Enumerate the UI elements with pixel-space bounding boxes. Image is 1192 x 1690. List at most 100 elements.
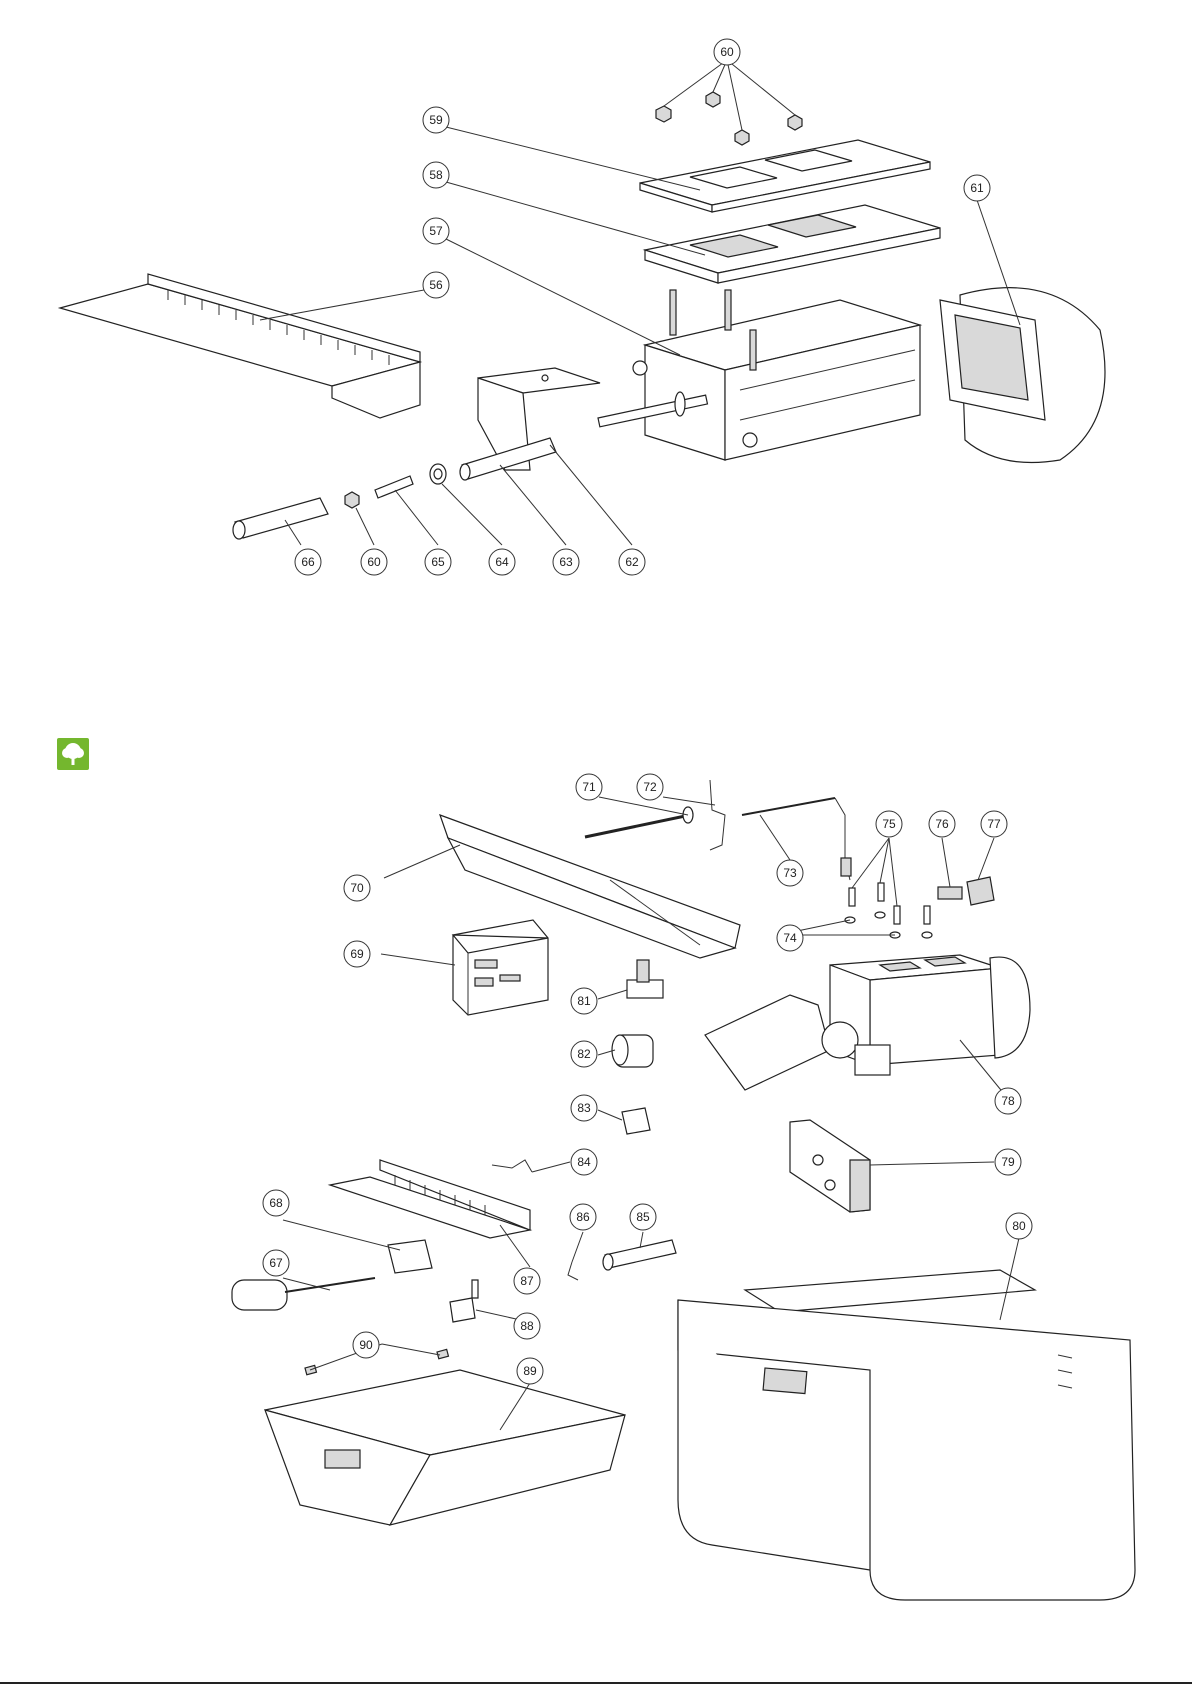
callout-label: 83 xyxy=(577,1101,591,1115)
nut-group-60 xyxy=(656,92,802,145)
plate-58 xyxy=(645,205,940,283)
block-83 xyxy=(622,1108,650,1134)
callout-label: 58 xyxy=(429,168,443,182)
callout-label: 72 xyxy=(643,780,657,794)
axle-85 xyxy=(603,1240,676,1270)
motor-61 xyxy=(940,288,1105,463)
bracket-88 xyxy=(450,1280,478,1322)
callout-label: 73 xyxy=(783,866,797,880)
callout-label: 71 xyxy=(582,780,596,794)
callout-86: 86 xyxy=(570,1204,596,1230)
callout-60-bottom: 60 xyxy=(361,549,387,575)
tree-icon-glyph xyxy=(57,738,89,770)
callout-68: 68 xyxy=(263,1190,289,1216)
callout-62: 62 xyxy=(619,549,645,575)
callout-77: 77 xyxy=(981,811,1007,837)
callout-72: 72 xyxy=(637,774,663,800)
tree-icon xyxy=(57,738,89,770)
callout-63: 63 xyxy=(553,549,579,575)
callout-label: 76 xyxy=(935,817,949,831)
spring-clip-84 xyxy=(492,1160,532,1172)
callout-label: 64 xyxy=(495,555,509,569)
callout-59: 59 xyxy=(423,107,449,133)
control-box-69 xyxy=(453,920,548,1015)
washers-74 xyxy=(845,912,932,938)
callout-84: 84 xyxy=(571,1149,597,1175)
callout-label: 89 xyxy=(523,1364,537,1378)
nut-60 xyxy=(345,492,359,508)
callout-87: 87 xyxy=(514,1268,540,1294)
clip-72 xyxy=(710,780,725,850)
callout-81: 81 xyxy=(571,988,597,1014)
screws-75 xyxy=(849,883,930,924)
callout-label: 63 xyxy=(559,555,573,569)
callout-label: 77 xyxy=(987,817,1001,831)
washer-64 xyxy=(430,464,446,484)
callout-label: 75 xyxy=(882,817,896,831)
connector-76 xyxy=(938,887,962,899)
callout-label: 57 xyxy=(429,224,443,238)
callout-label: 80 xyxy=(1012,1219,1026,1233)
callout-57: 57 xyxy=(423,218,449,244)
callout-label: 61 xyxy=(970,181,984,195)
callout-label: 90 xyxy=(359,1338,373,1352)
callout-71: 71 xyxy=(576,774,602,800)
callout-90: 90 xyxy=(353,1332,379,1358)
callout-label: 68 xyxy=(269,1196,283,1210)
callout-56: 56 xyxy=(423,272,449,298)
channel-rail-56 xyxy=(60,274,420,418)
chassis-80 xyxy=(678,1270,1135,1600)
callout-label: 85 xyxy=(636,1210,650,1224)
callout-label: 82 xyxy=(577,1047,591,1061)
callout-78: 78 xyxy=(995,1088,1021,1114)
cover-tray-89 xyxy=(265,1370,625,1525)
trolley-68 xyxy=(388,1240,432,1273)
callout-label: 67 xyxy=(269,1256,283,1270)
callout-label: 59 xyxy=(429,113,443,127)
callout-89: 89 xyxy=(517,1358,543,1384)
rod-71 xyxy=(585,807,693,837)
callout-67: 67 xyxy=(263,1250,289,1276)
callout-79: 79 xyxy=(995,1149,1021,1175)
callout-label: 78 xyxy=(1001,1094,1015,1108)
gearbox-housing-57 xyxy=(633,290,920,460)
spindle-66 xyxy=(233,498,328,539)
callout-61: 61 xyxy=(964,175,990,201)
leaders-upper xyxy=(260,60,1020,545)
callout-85: 85 xyxy=(630,1204,656,1230)
callout-label: 60 xyxy=(367,555,381,569)
callout-66: 66 xyxy=(295,549,321,575)
callout-83: 83 xyxy=(571,1095,597,1121)
callout-label: 70 xyxy=(350,881,364,895)
callout-74: 74 xyxy=(777,925,803,951)
callout-label: 65 xyxy=(431,555,445,569)
shaft-65 xyxy=(375,476,413,498)
gear-plate-79 xyxy=(790,1120,870,1212)
callout-76: 76 xyxy=(929,811,955,837)
callout-label: 84 xyxy=(577,1155,591,1169)
callout-82: 82 xyxy=(571,1041,597,1067)
switch-77 xyxy=(967,877,994,905)
callout-64: 64 xyxy=(489,549,515,575)
callout-69: 69 xyxy=(344,941,370,967)
callout-73: 73 xyxy=(777,860,803,886)
footer-rule xyxy=(0,1682,1192,1684)
callout-65: 65 xyxy=(425,549,451,575)
callout-label: 86 xyxy=(576,1210,590,1224)
limit-switch-81 xyxy=(627,960,663,998)
capacitor-82 xyxy=(612,1035,653,1067)
pin-86 xyxy=(568,1262,578,1280)
callout-80: 80 xyxy=(1006,1213,1032,1239)
callout-58: 58 xyxy=(423,162,449,188)
callout-60-top: 60 xyxy=(714,39,740,65)
callout-label: 60 xyxy=(720,45,734,59)
callout-label: 62 xyxy=(625,555,639,569)
screws-90 xyxy=(305,1349,448,1374)
drive-unit-78 xyxy=(705,955,1030,1090)
callout-label: 69 xyxy=(350,947,364,961)
callout-label: 88 xyxy=(520,1319,534,1333)
gasket-plate-59 xyxy=(640,140,930,212)
callout-label: 66 xyxy=(301,555,315,569)
callout-label: 56 xyxy=(429,278,443,292)
